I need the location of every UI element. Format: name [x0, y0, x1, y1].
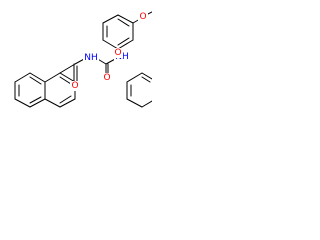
- naphthalene-ring-left: [14, 72, 46, 108]
- label-methoxy-o: O: [138, 12, 148, 22]
- label-ether-o: O: [113, 48, 123, 58]
- methoxy-o-label: O: [139, 12, 146, 22]
- naphthalene-ring-right: [44, 72, 76, 108]
- methoxyphenyl-ring: [102, 14, 134, 50]
- label-carbonyl-o1: O: [70, 81, 80, 91]
- label-carbonyl-o2: O: [102, 73, 112, 83]
- carbonyl-o2-label: O: [103, 73, 110, 83]
- ether-o-label: O: [114, 48, 121, 58]
- label-amide-nh1: NH: [83, 53, 99, 63]
- amide-linker: [59, 57, 118, 82]
- carbonyl-o1-label: O: [71, 81, 78, 91]
- amide-nh1-label: NH: [84, 53, 98, 63]
- molecule-drawing: O NH O NH O O: [0, 0, 152, 152]
- structure-svg: O NH O NH O O: [14, 11, 152, 108]
- aniline-ring: [126, 72, 152, 108]
